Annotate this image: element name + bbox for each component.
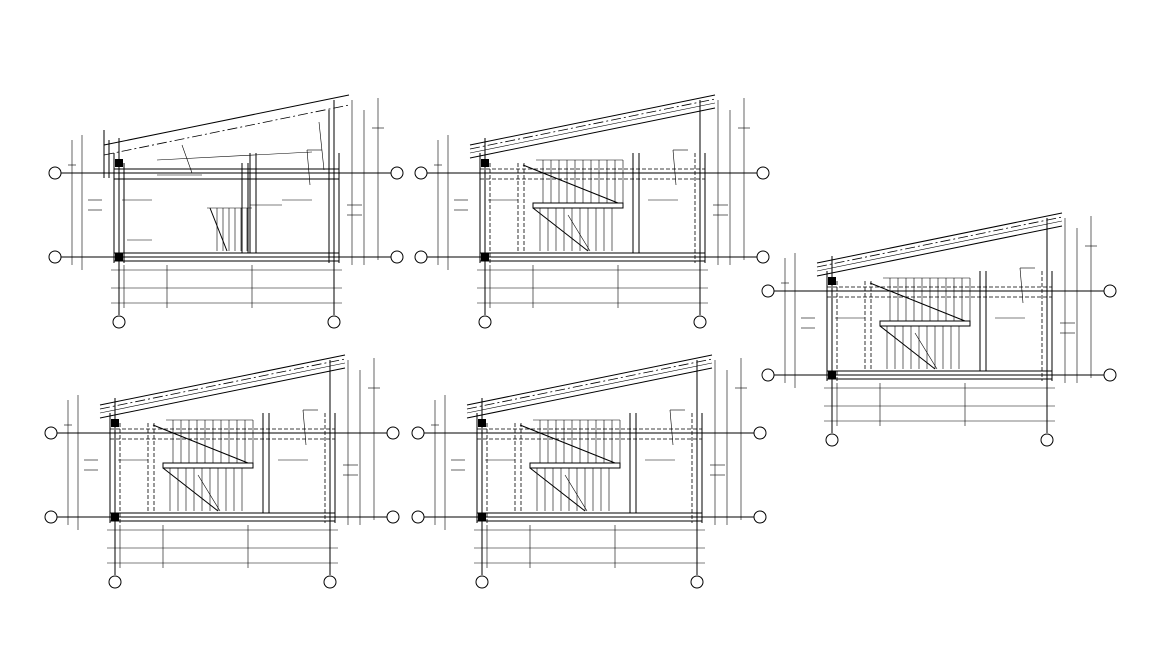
- column-marker: [111, 419, 119, 427]
- grid-bubble: [414, 250, 428, 264]
- stair-stringer: [529, 467, 586, 512]
- roof-line: [816, 225, 1063, 277]
- grid-bubble: [112, 315, 126, 329]
- roof-line: [469, 107, 716, 159]
- grid-bubble: [825, 433, 839, 447]
- stair-stringer: [532, 207, 589, 252]
- first-floor-stair-section: [414, 94, 770, 329]
- roof-line: [99, 354, 346, 406]
- column-marker: [828, 371, 836, 379]
- roof-stair-section: [411, 354, 767, 589]
- ground-floor-stair-section: [48, 94, 404, 329]
- grid-bubble: [108, 575, 122, 589]
- grid-bubble: [44, 510, 58, 524]
- grid-bubble: [327, 315, 341, 329]
- stair-flight: [152, 419, 254, 512]
- leader-line: [1019, 267, 1024, 304]
- stair-landing: [879, 320, 971, 327]
- grid-bubble: [756, 250, 770, 264]
- third-floor-stair-section: [44, 354, 400, 589]
- stair-flight: [522, 159, 624, 252]
- grid-bubble: [475, 575, 489, 589]
- grid-bubble: [386, 510, 400, 524]
- grid-bubble: [1040, 433, 1054, 447]
- roof-line: [469, 102, 716, 154]
- grid-bubble: [414, 166, 428, 180]
- stair-flight: [519, 419, 621, 512]
- leader-line: [672, 149, 677, 186]
- grid-bubble: [753, 426, 767, 440]
- stair-stringer: [519, 424, 616, 464]
- roof-line: [466, 358, 713, 410]
- roof-line: [469, 94, 716, 146]
- grid-bubble: [690, 575, 704, 589]
- grid-bubble: [390, 166, 404, 180]
- roof-line: [816, 212, 1063, 264]
- column-marker: [828, 277, 836, 285]
- roof-line: [469, 98, 716, 150]
- stair-stringer: [914, 332, 938, 370]
- grid-bubble: [411, 510, 425, 524]
- column-marker: [478, 513, 486, 521]
- column-marker: [478, 419, 486, 427]
- grid-bubble: [1103, 284, 1117, 298]
- stair-flight: [127, 174, 282, 252]
- column-marker: [481, 159, 489, 167]
- stair-stringer: [152, 424, 249, 464]
- roof-line: [99, 367, 346, 419]
- grid-bubble: [390, 250, 404, 264]
- roof-line: [466, 367, 713, 419]
- leader-line: [302, 409, 307, 446]
- roof-line: [466, 362, 713, 414]
- grid-bubble: [761, 284, 775, 298]
- column-marker: [115, 253, 123, 261]
- leader-line: [306, 149, 311, 186]
- grid-bubble: [693, 315, 707, 329]
- roof-line: [816, 220, 1063, 272]
- grid-bubble: [48, 250, 62, 264]
- stair-stringer: [879, 325, 936, 370]
- grid-bubble: [44, 426, 58, 440]
- stair-landing: [162, 462, 254, 469]
- stair-stringer: [209, 207, 228, 252]
- roof-line: [466, 354, 713, 406]
- roof-line: [103, 104, 350, 156]
- stair-stringer: [567, 214, 591, 252]
- grid-bubble: [323, 575, 337, 589]
- column-marker: [481, 253, 489, 261]
- column-marker: [111, 513, 119, 521]
- stair-landing: [532, 202, 624, 209]
- grid-bubble: [478, 315, 492, 329]
- roof-line: [99, 362, 346, 414]
- grid-bubble: [753, 510, 767, 524]
- grid-bubble: [411, 426, 425, 440]
- grid-bubble: [48, 166, 62, 180]
- column-marker: [115, 159, 123, 167]
- parapet-right: [318, 121, 325, 171]
- stair-stringer: [522, 164, 619, 204]
- second-floor-stair-section: [761, 212, 1117, 447]
- grid-bubble: [1103, 368, 1117, 382]
- leader-line: [669, 409, 674, 446]
- roof-slab: [156, 151, 313, 161]
- grid-bubble: [761, 368, 775, 382]
- roof-line: [103, 94, 350, 146]
- grid-bubble: [756, 166, 770, 180]
- stair-landing: [529, 462, 621, 469]
- stair-stringer: [162, 467, 219, 512]
- grid-bubble: [386, 426, 400, 440]
- stair-stringer: [869, 282, 966, 322]
- stair-stringer: [197, 474, 221, 512]
- roof-line: [99, 358, 346, 410]
- roof-slab: [181, 144, 193, 174]
- stair-flight: [869, 277, 971, 370]
- roof-line: [816, 216, 1063, 268]
- stair-stringer: [564, 474, 588, 512]
